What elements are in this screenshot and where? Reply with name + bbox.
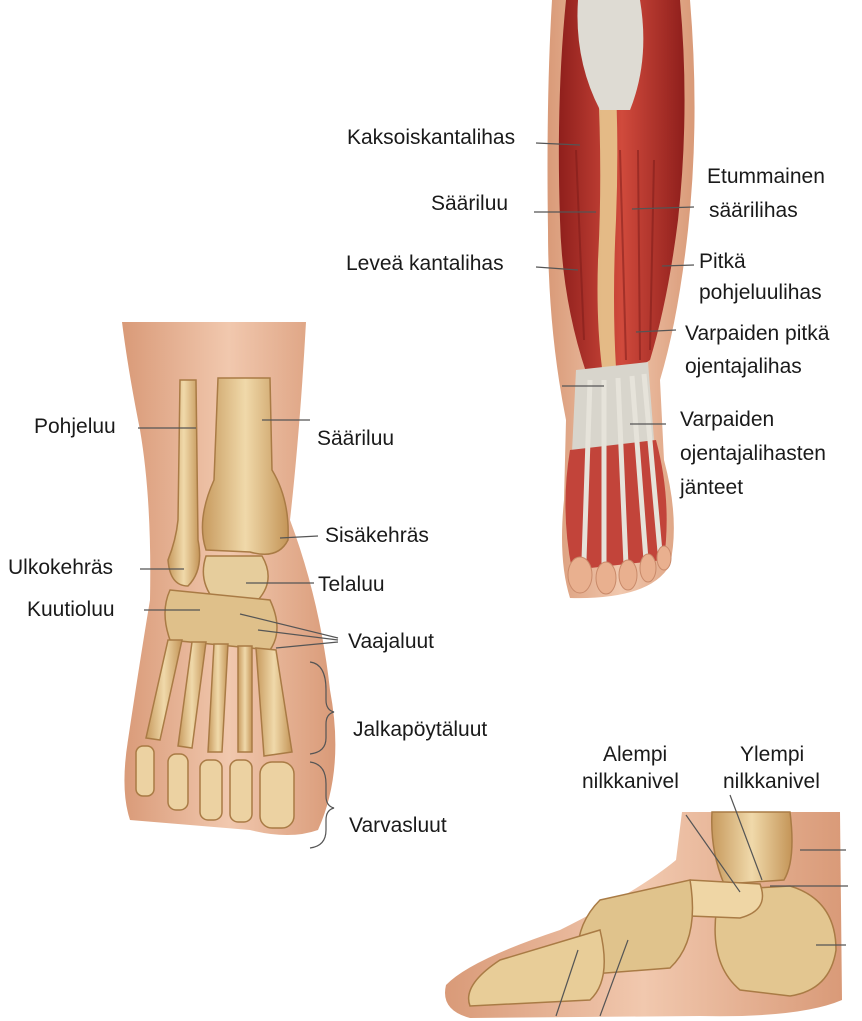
- label-janteet-1: Varpaiden: [680, 407, 774, 433]
- label-pohjeluu: Pohjeluu: [34, 414, 116, 440]
- side-foot-figure: [445, 812, 842, 1018]
- side-talus: [683, 880, 763, 918]
- label-ylempi-1: Ylempi: [740, 742, 804, 768]
- label-ulkokehras: Ulkokehräs: [8, 555, 113, 581]
- leg-muscle-figure: [548, 0, 695, 598]
- label-pitka-pohje-2: pohjeluulihas: [699, 280, 822, 306]
- label-telaluu: Telaluu: [318, 572, 385, 598]
- label-pitka-pohje-1: Pitkä: [699, 249, 746, 275]
- foot-bone-figure: [122, 322, 335, 835]
- label-varvasluut: Varvasluut: [349, 813, 447, 839]
- label-janteet-2: ojentajalihasten: [680, 441, 826, 467]
- side-tibia: [712, 812, 792, 884]
- label-kaksoiskantalihas: Kaksoiskantalihas: [347, 125, 515, 151]
- label-saariluu-leg: Sääriluu: [431, 191, 508, 217]
- label-levea-kantalihas: Leveä kantalihas: [346, 251, 504, 277]
- label-saariluu-foot: Sääriluu: [317, 426, 394, 452]
- label-ylempi-2: nilkkanivel: [723, 769, 820, 795]
- label-jalkapoytaluut: Jalkapöytäluut: [353, 717, 487, 743]
- label-janteet-3: jänteet: [680, 475, 743, 501]
- label-varpaiden-pitka-1: Varpaiden pitkä: [685, 321, 829, 347]
- label-etummainen-1: Etummainen: [707, 164, 825, 190]
- label-alempi-1: Alempi: [603, 742, 667, 768]
- label-vaajaluut: Vaajaluut: [348, 629, 434, 655]
- talus-bone: [203, 556, 268, 600]
- label-etummainen-2: säärilihas: [709, 198, 798, 224]
- label-varpaiden-pitka-2: ojentajalihas: [685, 354, 802, 380]
- label-alempi-2: nilkkanivel: [582, 769, 679, 795]
- label-sisakehras: Sisäkehräs: [325, 523, 429, 549]
- label-kuutioluu: Kuutioluu: [27, 597, 115, 623]
